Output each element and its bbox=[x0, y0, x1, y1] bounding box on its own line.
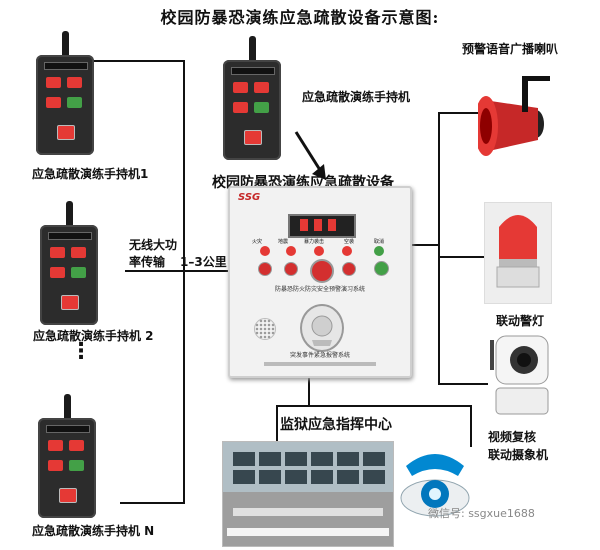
air-raid-button[interactable] bbox=[342, 262, 356, 276]
device-footer: 突发事件紧急报警系统 bbox=[289, 352, 350, 359]
indicator-lamp bbox=[374, 246, 384, 256]
led-display bbox=[288, 214, 356, 238]
telephone-icon bbox=[400, 454, 470, 517]
warning-light-icon bbox=[496, 215, 540, 288]
fire-button[interactable] bbox=[258, 262, 272, 276]
antenna-icon bbox=[62, 31, 69, 59]
diagram-title: 校园防暴恐演练应急疏散设备示意图: bbox=[160, 8, 440, 27]
earthquake-button[interactable] bbox=[284, 262, 298, 276]
cancel-button[interactable] bbox=[374, 261, 389, 276]
horn-label: 预警语音广播喇叭 bbox=[462, 42, 559, 56]
speaker-horn-icon bbox=[478, 76, 550, 156]
handheld-n-label: 应急疏散演练手持机 N bbox=[32, 524, 155, 538]
indicator-lamp bbox=[342, 246, 352, 256]
command-center-label: 监狱应急指挥中心 bbox=[280, 417, 392, 433]
indicator-lamp bbox=[286, 246, 296, 256]
handheld-unit-top bbox=[223, 36, 281, 160]
police-emblem-icon bbox=[300, 304, 344, 352]
wireless-label-line2: 率传输 bbox=[129, 255, 166, 269]
warning-light bbox=[484, 202, 552, 304]
speaker-grille-icon bbox=[254, 318, 276, 340]
wireless-label-line1: 无线大功 bbox=[129, 238, 178, 252]
wireless-range-label: 1–3公里 bbox=[180, 255, 227, 269]
main-device-panel: SSG 火灾 地震 暴力袭击 空袭 取消 防暴恐防火防灾安全预警演习系统 突发事… bbox=[228, 186, 412, 378]
handheld-unit-1 bbox=[36, 31, 94, 155]
indicator-lamp bbox=[314, 246, 324, 256]
command-center-photo bbox=[222, 441, 394, 547]
more-units-ellipsis: ⋮ bbox=[70, 339, 92, 364]
indicator-lamp bbox=[260, 246, 270, 256]
handheld-unit-n bbox=[38, 394, 96, 518]
device-subtitle: 防暴恐防火防灾安全预警演习系统 bbox=[274, 286, 365, 293]
violent-attack-button[interactable] bbox=[310, 259, 334, 283]
brand-logo: SSG bbox=[238, 192, 261, 203]
warning-light-label: 联动警灯 bbox=[496, 314, 545, 328]
camera-label-line1: 视频复核 bbox=[488, 430, 537, 444]
camera-label-line2: 联动摄象机 bbox=[488, 448, 549, 462]
handheld-top-label: 应急疏散演练手持机 bbox=[302, 90, 411, 104]
antenna-icon bbox=[249, 36, 256, 64]
handheld-unit-2 bbox=[40, 201, 98, 325]
wechat-watermark: 微信号: ssgxue1688 bbox=[428, 507, 535, 520]
arrow-icon bbox=[294, 131, 326, 180]
handheld-1-label: 应急疏散演练手持机1 bbox=[32, 167, 149, 181]
camera-icon bbox=[490, 335, 549, 415]
handheld-2-label: 应急疏散演练手持机 2 bbox=[33, 329, 154, 343]
antenna-icon bbox=[66, 201, 73, 229]
antenna-icon bbox=[64, 394, 71, 422]
